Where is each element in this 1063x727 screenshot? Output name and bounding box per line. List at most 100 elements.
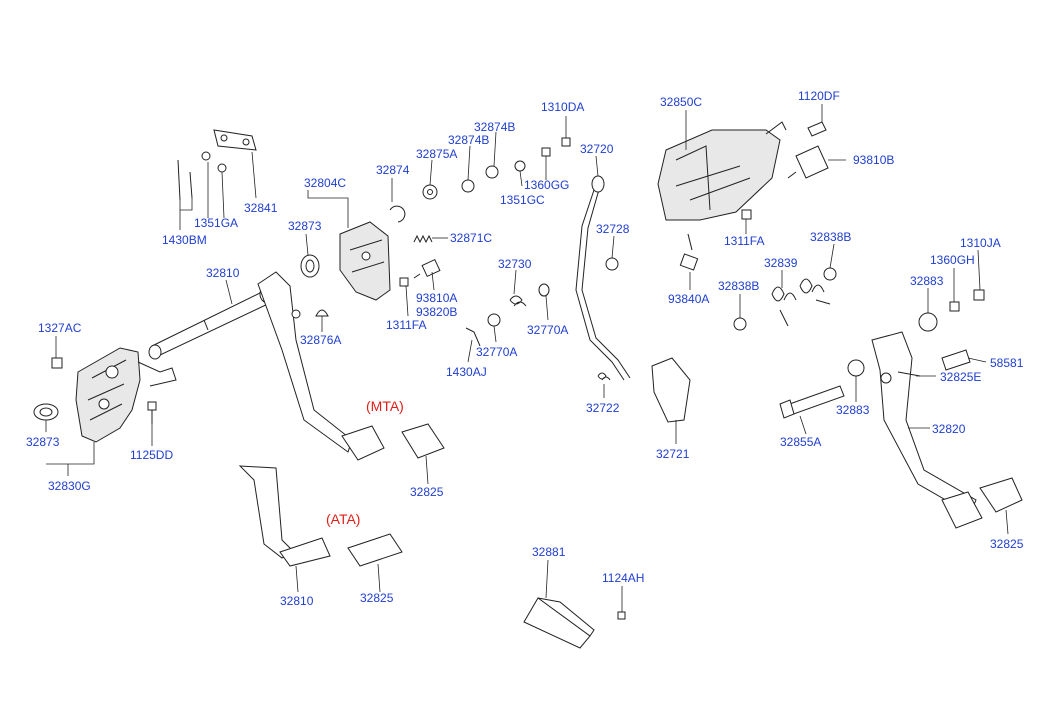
pad-32721 (651, 357, 691, 423)
clip-32874 (389, 205, 406, 223)
washers-1351ga (201, 151, 227, 173)
label-1120df: 1120DF (798, 89, 840, 103)
cap-32728 (605, 257, 619, 271)
label-1310ja: 1310JA (960, 236, 1001, 250)
bushing-32873-left (33, 403, 59, 421)
washer-1351gc (514, 160, 526, 172)
nut-1311fa-left (399, 277, 409, 287)
label-32770a-a: 32770A (527, 323, 568, 337)
spring-32730 (509, 295, 527, 307)
label-32839: 32839 (764, 256, 798, 270)
bracket-32850c (657, 121, 787, 221)
label-32825e: 32825E (940, 370, 981, 384)
bushing-32883-a (918, 312, 938, 332)
nut-1310ja (973, 289, 985, 301)
label-1311fa-right: 1311FA (724, 234, 764, 248)
part-labels: 1310DA 32850C 1120DF 32874B 32874B 32720… (26, 89, 1024, 608)
mta-pedal-pad-on-arm (341, 425, 385, 461)
bushing-58581 (941, 349, 971, 371)
label-1430bm: 1430BM (162, 233, 207, 247)
sensor-93840a (679, 233, 699, 271)
nut-1360gh (949, 301, 960, 312)
label-1311fa-left: 1311FA (386, 318, 426, 332)
note-ata: (ATA) (326, 511, 360, 527)
bolt-1125dd (147, 401, 157, 424)
bushing-32883-b (847, 359, 865, 377)
bushing-32874b-b (485, 165, 499, 179)
label-32838b-b: 32838B (718, 279, 759, 293)
washer-32875a (422, 184, 438, 200)
mounting-bracket-32830g (75, 347, 177, 443)
screw-1124ah (617, 611, 626, 620)
label-32825-brake: 32825 (990, 537, 1024, 551)
label-32730: 32730 (498, 257, 532, 271)
bolt-32855a (779, 385, 845, 419)
label-32841: 32841 (244, 201, 278, 215)
spring-32839 (771, 278, 831, 327)
switch-93810b (787, 145, 829, 179)
pins-1430bm (177, 159, 193, 201)
label-32874b-b: 32874B (448, 133, 489, 147)
label-32838b-a: 32838B (810, 230, 851, 244)
label-93840a: 93840A (668, 292, 709, 306)
label-32874: 32874 (376, 163, 410, 177)
label-32875a: 32875A (416, 147, 457, 161)
bolt-1120df (807, 121, 827, 137)
label-32873-top: 32873 (288, 219, 322, 233)
label-1360gh: 1360GH (930, 253, 975, 267)
bushing-32874b-a (461, 179, 475, 193)
nut-1310da (561, 137, 571, 147)
label-1125dd: 1125DD (130, 448, 173, 462)
brake-pedal-pad-32825 (979, 477, 1023, 513)
label-32876a: 32876A (300, 333, 341, 347)
nut-1360gg (541, 147, 551, 157)
label-32825-mta: 32825 (410, 485, 444, 499)
label-32770a-b: 32770A (476, 345, 517, 359)
label-32883-b: 32883 (836, 403, 870, 417)
switch-93810a (413, 258, 441, 279)
brake-pedal-pad-on-arm (941, 491, 983, 529)
label-32720: 32720 (580, 142, 614, 156)
label-1351gc: 1351GC (500, 193, 545, 207)
plate-32841 (213, 129, 257, 151)
ata-pedal-arm-32810 (238, 465, 331, 567)
rod-32720 (575, 175, 631, 381)
pin-1430aj (465, 327, 481, 347)
nut-1311fa-right (741, 209, 752, 220)
label-93820b: 93820B (416, 305, 457, 319)
label-93810b: 93810B (853, 153, 894, 167)
bushing-32770a-a (538, 283, 550, 297)
label-1327ac: 1327AC (38, 321, 82, 335)
spring-32722 (597, 372, 611, 381)
pedal-shaft-32810 (148, 284, 277, 360)
mta-clutch-pedal-arm (257, 271, 353, 453)
nut-1327ac (51, 357, 63, 369)
ata-pedal-pad-32825 (347, 533, 403, 567)
cap-32876a (315, 309, 329, 317)
label-32728: 32728 (596, 222, 630, 236)
label-1310da: 1310DA (541, 100, 584, 114)
label-32850c: 32850C (660, 95, 702, 109)
bracket-32804c (339, 221, 391, 301)
brake-pedal-arm-32820 (871, 331, 977, 515)
label-32874b-a: 32874B (474, 120, 515, 134)
bushing-32770a-b (487, 313, 501, 327)
label-1430aj: 1430AJ (446, 365, 487, 379)
label-32810-ata: 32810 (280, 594, 314, 608)
label-32722: 32722 (586, 401, 620, 415)
label-32883-a: 32883 (910, 274, 944, 288)
spring-32871c (413, 234, 433, 244)
mta-pedal-pad-32825 (401, 423, 445, 459)
leader-lines (45, 104, 1009, 612)
label-93810a: 93810A (416, 291, 457, 305)
label-32830g: 32830G (48, 479, 91, 493)
label-32825-ata: 32825 (360, 591, 394, 605)
label-32820: 32820 (932, 422, 966, 436)
label-1351ga: 1351GA (194, 216, 238, 230)
label-1360gg: 1360GG (524, 178, 569, 192)
stopper-32881 (523, 597, 595, 649)
note-mta: (MTA) (366, 398, 404, 414)
label-32871c: 32871C (450, 231, 492, 245)
bushing-32838b-b (733, 317, 747, 331)
